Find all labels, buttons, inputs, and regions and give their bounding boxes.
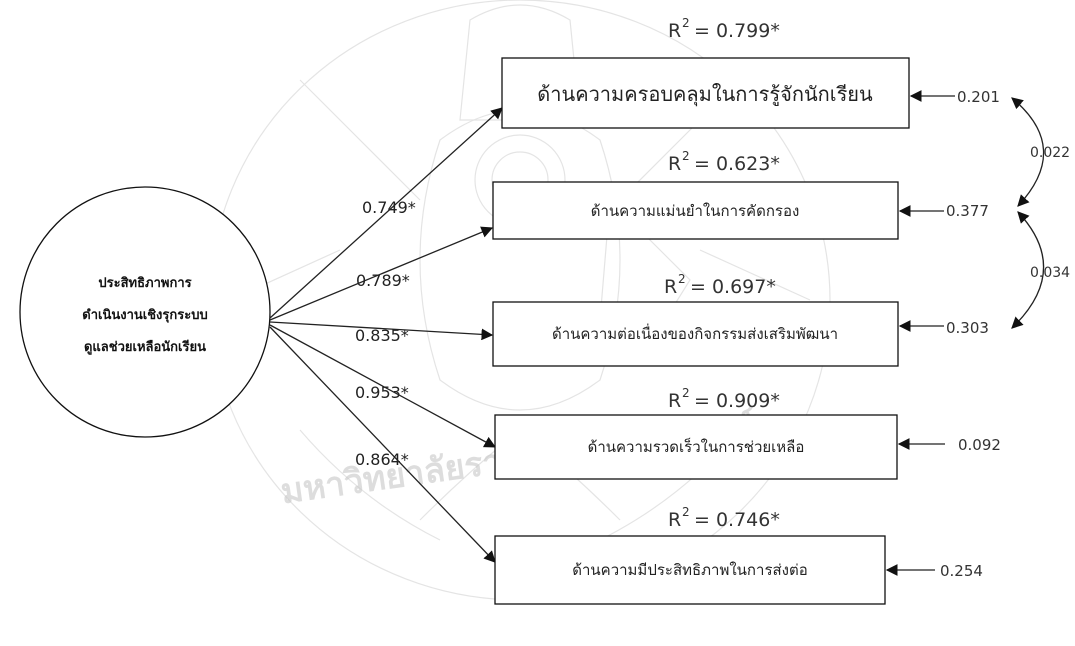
path-arrow-1	[269, 107, 503, 319]
svg-text:2: 2	[682, 386, 690, 400]
indicator-box-5	[494, 535, 886, 605]
latent-construct-circle	[19, 186, 271, 438]
svg-text:= 0.909*: = 0.909*	[694, 390, 780, 412]
r2-label-1: R 2 = 0.799*	[668, 16, 780, 42]
loading-label-3: 0.835*	[355, 326, 409, 345]
loading-label-2: 0.789*	[356, 271, 410, 290]
svg-text:R: R	[668, 390, 681, 412]
r2-label-4: R 2 = 0.909*	[668, 386, 780, 412]
svg-text:2: 2	[682, 16, 690, 30]
svg-text:2: 2	[682, 149, 690, 163]
error-label-5: 0.254	[940, 562, 983, 580]
svg-text:R: R	[668, 20, 681, 42]
error-label-1: 0.201	[957, 88, 1000, 106]
error-label-4: 0.092	[958, 436, 1001, 454]
indicator-label-5: ด้านความมีประสิทธิภาพในการส่งต่อ	[572, 561, 807, 579]
indicator-label-3: ด้านความต่อเนื่องของกิจกรรมส่งเสริมพัฒนา	[552, 323, 838, 343]
covariance-curve-2	[1011, 211, 1045, 329]
r2-label-2: R 2 = 0.623*	[668, 149, 780, 175]
error-label-2: 0.377	[946, 202, 989, 220]
path-arrow-5	[269, 326, 496, 563]
r2-label-3: R 2 = 0.697*	[664, 272, 776, 298]
loading-label-4: 0.953*	[355, 383, 409, 402]
svg-text:2: 2	[682, 505, 690, 519]
path-arrow-2	[269, 226, 494, 321]
latent-label-line-2: ดำเนินงานเชิงรุกระบบ	[82, 307, 207, 323]
loading-label-1: 0.749*	[362, 198, 416, 217]
svg-text:R: R	[664, 276, 677, 298]
latent-label-line-1: ประสิทธิภาพการ	[98, 276, 191, 291]
indicator-box-2	[492, 181, 899, 240]
svg-text:= 0.746*: = 0.746*	[694, 509, 780, 531]
covariance-label-1: 0.022	[1030, 145, 1070, 161]
indicator-box-1	[501, 57, 910, 129]
r2-label-5: R 2 = 0.746*	[668, 505, 780, 531]
error-label-3: 0.303	[946, 319, 989, 337]
covariance-label-2: 0.034	[1030, 265, 1070, 281]
indicator-box-4	[494, 414, 898, 480]
svg-text:= 0.697*: = 0.697*	[690, 276, 776, 298]
svg-text:R: R	[668, 509, 681, 531]
svg-text:2: 2	[678, 272, 686, 286]
indicator-label-4: ด้านความรวดเร็วในการช่วยเหลือ	[588, 437, 805, 456]
indicator-label-1: ด้านความครอบคลุมในการรู้จักนักเรียน	[537, 82, 873, 107]
path-arrow-3	[269, 321, 494, 341]
loading-label-5: 0.864*	[355, 450, 409, 469]
svg-text:= 0.799*: = 0.799*	[694, 20, 780, 42]
indicator-box-3	[492, 301, 899, 367]
svg-text:R: R	[668, 153, 681, 175]
latent-label-line-3: ดูแลช่วยเหลือนักเรียน	[84, 339, 206, 355]
svg-text:= 0.623*: = 0.623*	[694, 153, 780, 175]
path-arrow-4	[269, 324, 497, 448]
covariance-curve-1	[1011, 97, 1045, 207]
indicator-label-2: ด้านความแม่นยำในการคัดกรอง	[591, 202, 800, 220]
